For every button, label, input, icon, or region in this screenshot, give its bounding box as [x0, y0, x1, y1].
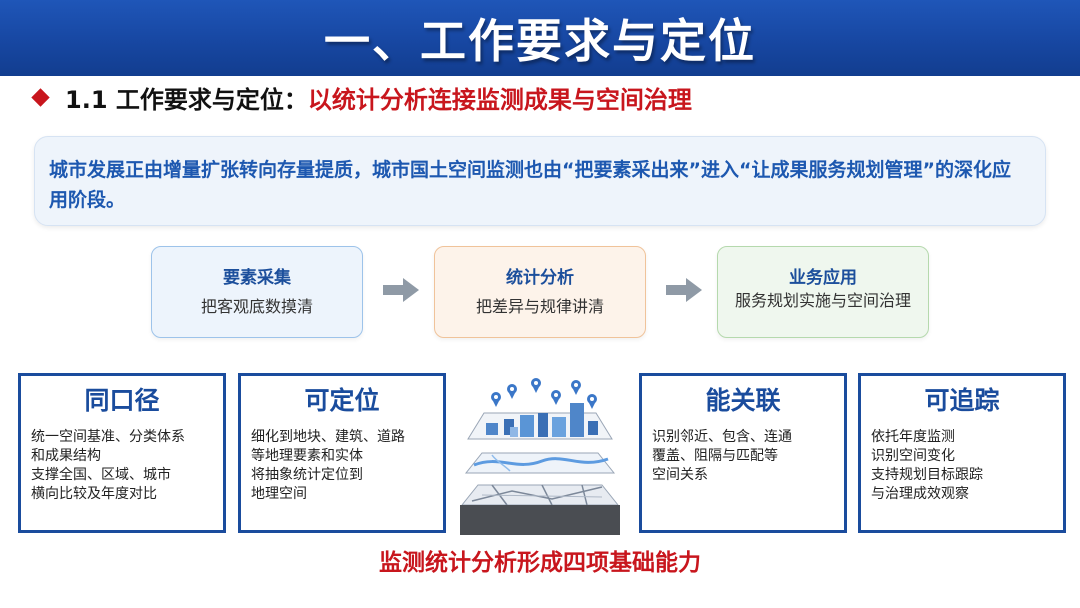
capability-line: 统一空间基准、分类体系 [31, 429, 185, 445]
section-subtitle: 1.1 工作要求与定位： 以统计分析连接监测成果与空间治理 [31, 82, 692, 114]
capability-line: 支撑全国、区域、城市 [31, 467, 171, 483]
capability-title: 能关联 [705, 386, 781, 415]
capability-line: 识别空间变化 [871, 448, 955, 464]
right-arrow-icon [383, 278, 419, 302]
subtitle-prefix: 1.1 工作要求与定位： [65, 85, 308, 114]
flow-step-title: 要素采集 [223, 268, 291, 288]
flow-step-collection: 要素采集 把客观底数摸清 [151, 246, 363, 338]
capability-line: 覆盖、阻隔与匹配等 [652, 448, 778, 464]
capability-line: 和成果结构 [31, 448, 101, 464]
capability-line: 与治理成效观察 [871, 486, 969, 502]
right-arrow-icon [666, 278, 702, 302]
subtitle-highlight: 以统计分析连接监测成果与空间治理 [307, 85, 692, 114]
capability-line: 将抽象统计定位到 [251, 467, 363, 483]
capability-locatable: 可定位 细化到地块、建筑、道路 等地理要素和实体 将抽象统计定位到 地理空间 [238, 373, 446, 533]
capability-line: 横向比较及年度对比 [31, 486, 157, 502]
flow-step-title: 业务应用 [789, 268, 857, 288]
intro-box: 城市发展正由增量扩张转向存量提质，城市国土空间监测也由“把要素采出来”进入“让成… [34, 136, 1046, 226]
flow-step-title: 统计分析 [506, 268, 574, 288]
capability-line: 依托年度监测 [871, 429, 955, 445]
capability-title: 同口径 [84, 386, 160, 415]
layered-city-map-icon [460, 378, 620, 535]
capability-relatable: 能关联 识别邻近、包含、连通 覆盖、阻隔与匹配等 空间关系 [639, 373, 847, 533]
capability-line: 识别邻近、包含、连通 [652, 429, 792, 445]
flow-step-desc: 服务规划实施与空间治理 [734, 291, 911, 310]
red-diamond-icon [31, 87, 50, 107]
capability-same-caliber: 同口径 统一空间基准、分类体系 和成果结构 支撑全国、区域、城市 横向比较及年度… [18, 373, 226, 533]
flow-step-analysis: 统计分析 把差异与规律讲清 [434, 246, 646, 338]
page-title: 一、工作要求与定位 [324, 14, 756, 68]
capability-line: 等地理要素和实体 [251, 448, 363, 464]
capability-title: 可追踪 [924, 386, 1000, 415]
capability-line: 地理空间 [251, 486, 307, 502]
capability-line: 细化到地块、建筑、道路 [251, 429, 405, 445]
intro-text: 城市发展正由增量扩张转向存量提质，城市国土空间监测也由“把要素采出来”进入“让成… [49, 159, 1011, 211]
capability-line: 空间关系 [652, 467, 708, 483]
flow-step-application: 业务应用 服务规划实施与空间治理 [717, 246, 929, 338]
capability-line: 支持规划目标跟踪 [871, 467, 983, 483]
header-banner: 一、工作要求与定位 [0, 0, 1080, 76]
flow-step-desc: 把客观底数摸清 [200, 297, 313, 316]
bottom-caption: 监测统计分析形成四项基础能力 [379, 550, 701, 576]
capability-traceable: 可追踪 依托年度监测 识别空间变化 支持规划目标跟踪 与治理成效观察 [858, 373, 1066, 533]
capability-title: 可定位 [304, 386, 380, 415]
flow-step-desc: 把差异与规律讲清 [475, 297, 604, 316]
